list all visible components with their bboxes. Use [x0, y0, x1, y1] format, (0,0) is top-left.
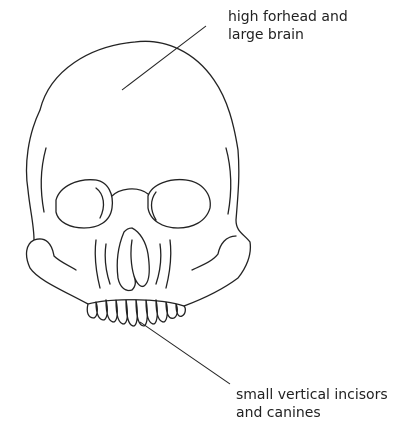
right-eye-socket-inner — [152, 192, 157, 220]
teeth-label-line-2: and canines — [236, 404, 388, 422]
teeth — [87, 300, 185, 326]
forehead-label-line-1: high forhead and — [228, 8, 348, 26]
teeth-label-line-1: small vertical incisors — [236, 386, 388, 404]
cranium-left-side — [27, 110, 89, 304]
left-maxilla-line — [95, 240, 100, 288]
left-maxilla-line-2 — [105, 244, 110, 284]
cranium-outline — [40, 41, 250, 306]
nasal-cavity — [117, 228, 149, 291]
right-maxilla-line-2 — [156, 244, 161, 284]
right-eye-socket — [148, 180, 210, 228]
right-temporal-line — [226, 148, 231, 214]
nasal-septum — [131, 240, 134, 276]
forehead-label: high forhead and large brain — [228, 8, 348, 44]
forehead-label-line-2: large brain — [228, 26, 348, 44]
left-cheekbone — [34, 239, 76, 270]
right-cheekbone — [192, 236, 236, 270]
left-temporal-line — [41, 148, 46, 212]
teeth-label: small vertical incisors and canines — [236, 386, 388, 422]
brow-ridge — [112, 189, 148, 196]
right-maxilla-line — [166, 240, 171, 288]
bottom-leader-line — [140, 322, 230, 384]
left-eye-socket-inner — [96, 188, 103, 218]
